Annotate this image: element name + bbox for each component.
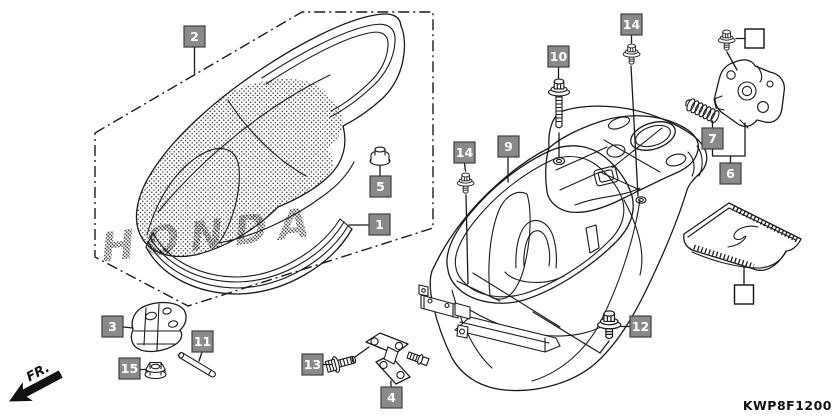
flange-nut [144,361,167,380]
callout-5[interactable]: 5 [369,175,392,198]
callout-10[interactable]: 10 [547,45,570,68]
leader-lines [122,34,746,388]
fr-direction-arrow: FR. [9,361,63,402]
blank-callout-bag[interactable] [733,284,755,305]
bracket-screw [456,172,475,194]
svg-text:11: 11 [194,334,211,349]
callout-11[interactable]: 11 [191,330,214,353]
callout-2[interactable]: 2 [183,25,206,48]
svg-text:1: 1 [375,217,384,232]
svg-text:4: 4 [387,390,396,405]
svg-text:3: 3 [108,319,117,334]
bag-marking-squiggle [727,225,759,248]
svg-text:13: 13 [304,357,321,372]
svg-text:15: 15 [121,361,138,376]
callout-12[interactable]: 12 [629,315,652,338]
svg-text:6: 6 [726,166,735,181]
callout-13[interactable]: 13 [301,353,324,376]
callout-14-top[interactable]: 14 [620,13,643,36]
seat-rubber-trim [145,218,353,295]
svg-text:7: 7 [708,131,717,146]
seat-hinge-bracket [130,301,187,353]
svg-text:9: 9 [504,139,513,154]
svg-text:12: 12 [632,319,649,334]
callout-9[interactable]: 9 [497,135,520,158]
callout-4[interactable]: 4 [380,386,403,409]
callout-3[interactable]: 3 [101,315,124,338]
blank-callout-top-right[interactable] [744,28,765,49]
tool-bag [683,202,802,272]
box-hinge-assembly [365,332,430,385]
callout-7[interactable]: 7 [701,127,724,150]
latch-bolt [717,29,736,51]
callout-14-left[interactable]: 14 [453,141,476,164]
svg-text:2: 2 [190,29,199,44]
hinge-bolt [324,355,357,373]
seat-cushion-rubber [369,146,391,166]
callout-15[interactable]: 15 [118,357,141,380]
callout-6[interactable]: 6 [719,162,742,185]
box-front-bracket [418,284,471,339]
hinge-pivot-pin [178,352,216,378]
deck-short-bolt [622,43,641,65]
svg-text:5: 5 [376,179,385,194]
seat-group-boundary [94,11,434,307]
seat: HONDA [99,13,406,272]
svg-text:14: 14 [456,145,474,160]
callout-1[interactable]: 1 [368,213,391,236]
svg-text:14: 14 [623,17,641,32]
hinge-stud [406,351,430,367]
figure-code: KWP8F1200 [743,398,832,413]
svg-text:10: 10 [550,49,568,64]
seat-lock-assembly [685,59,786,129]
